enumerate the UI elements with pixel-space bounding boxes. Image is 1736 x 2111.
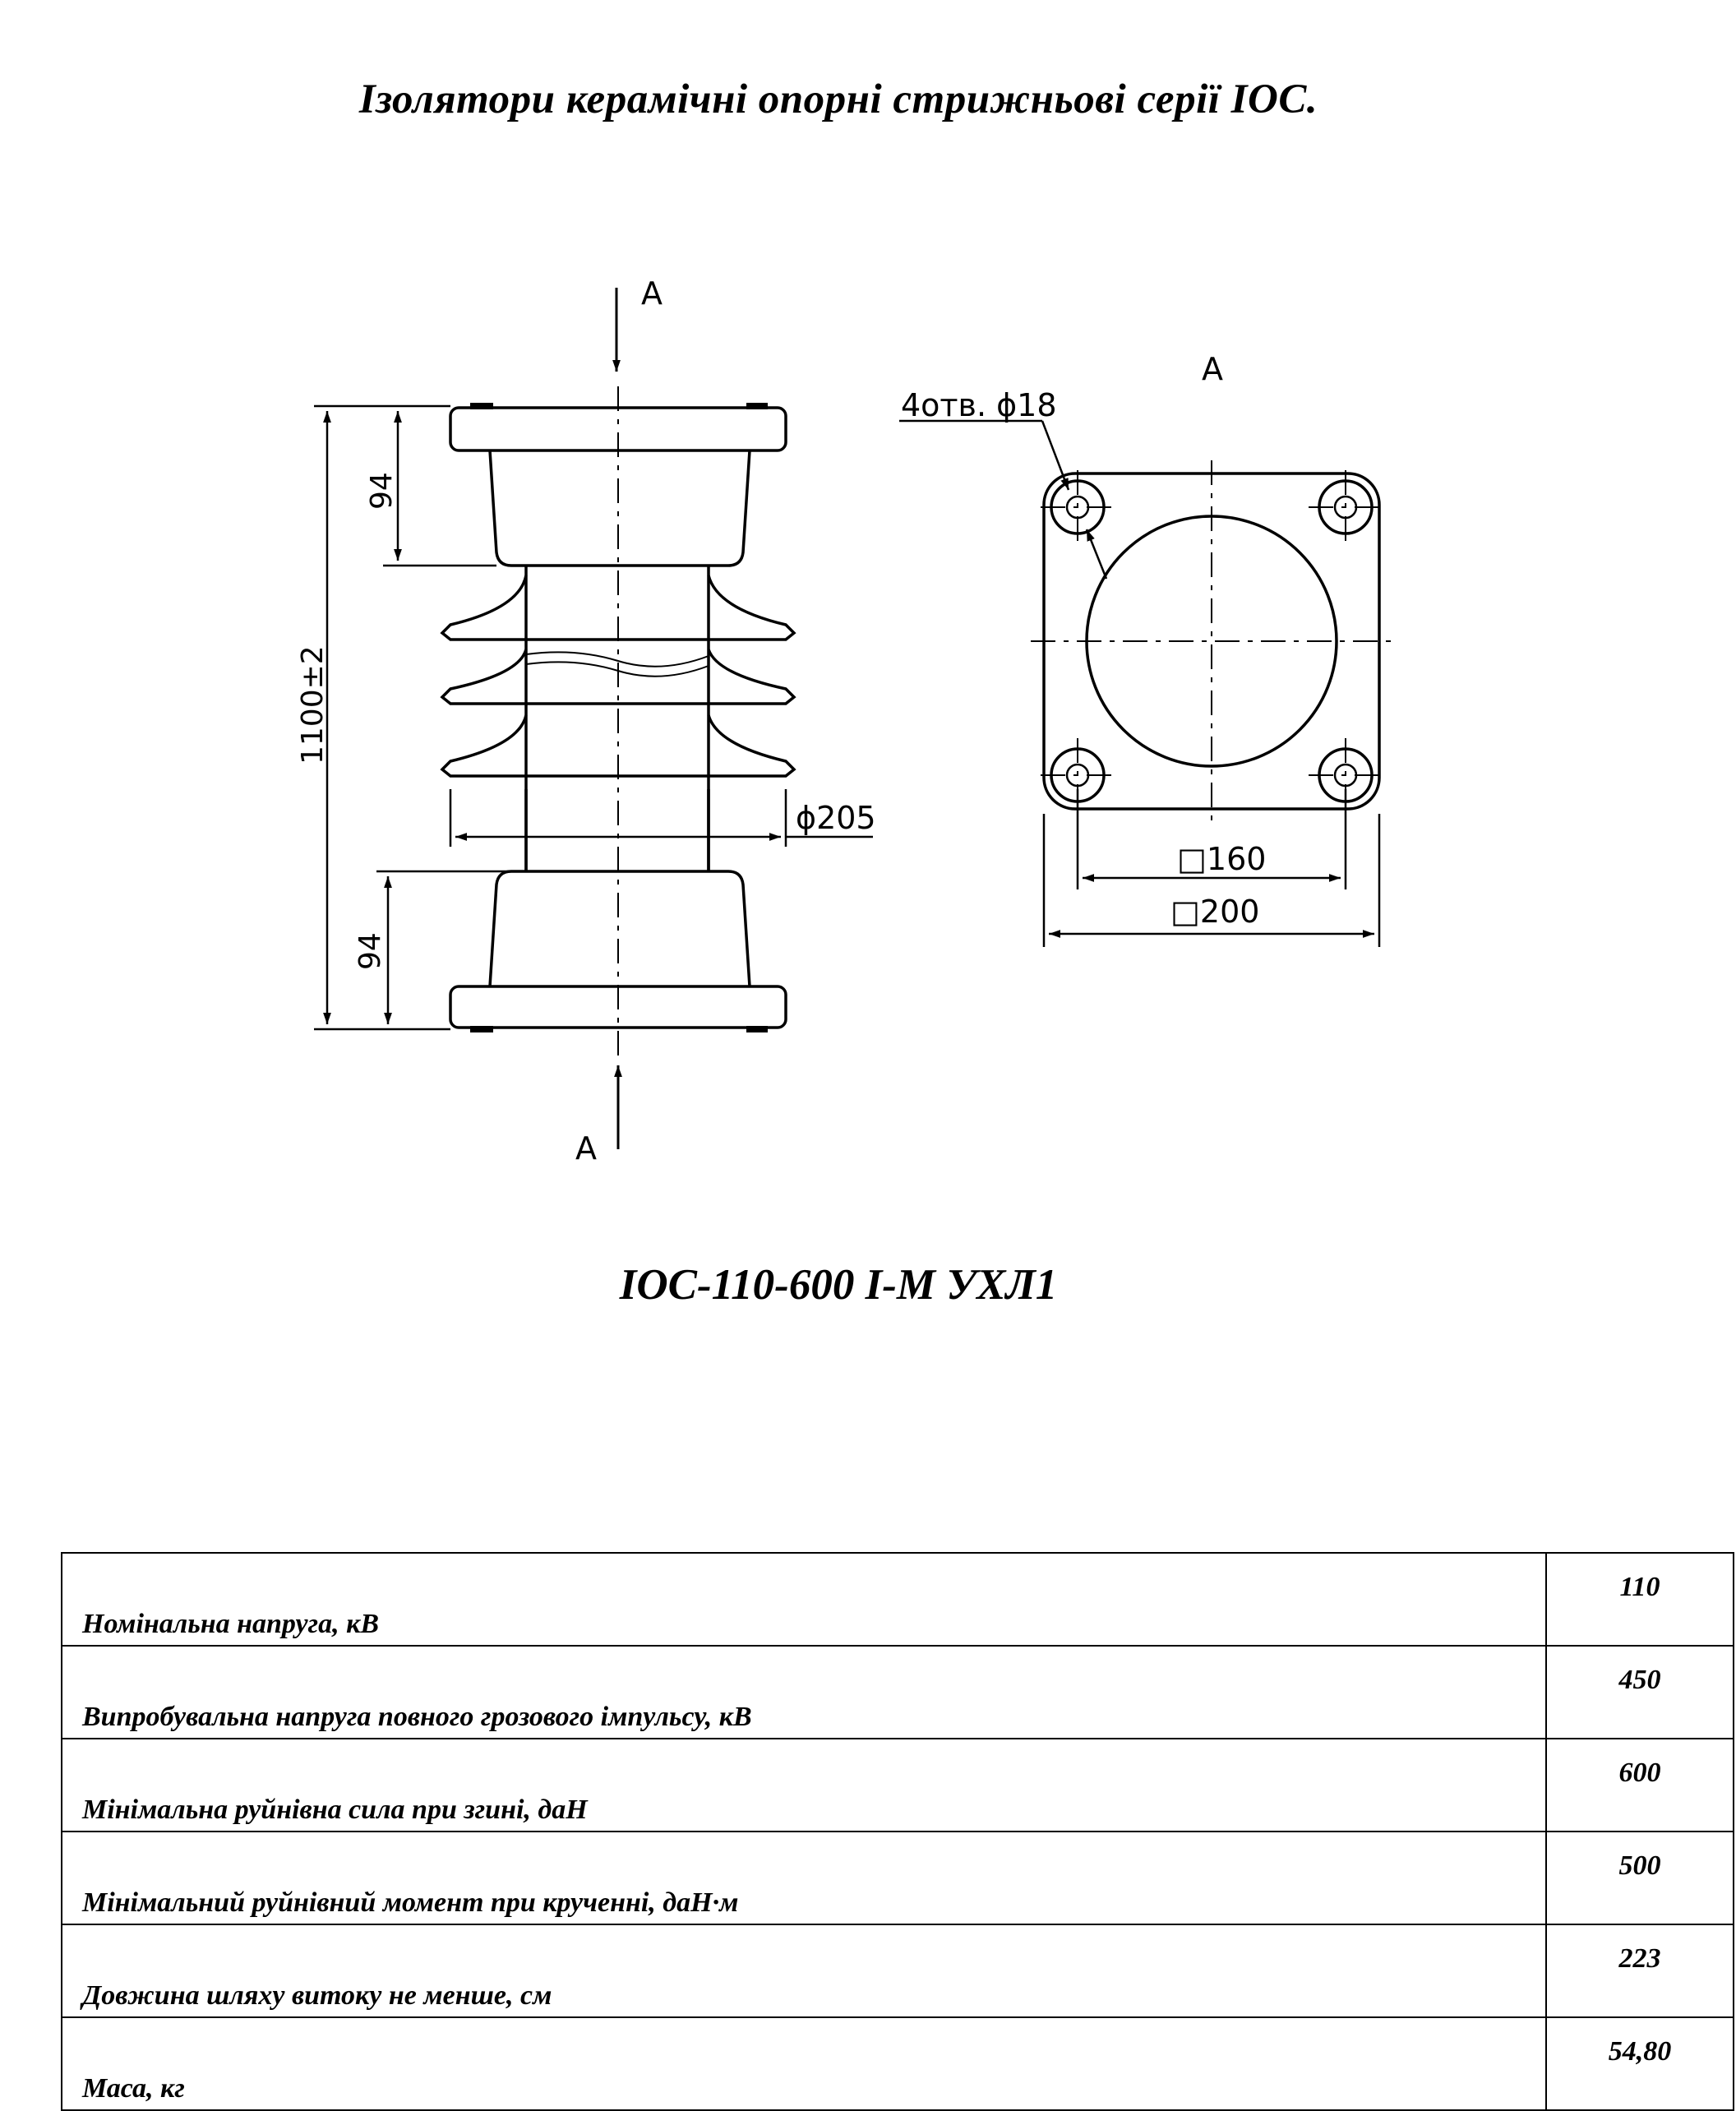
top-cap: [488, 450, 751, 567]
spec-value: 600: [1545, 1738, 1734, 1832]
spec-value: 500: [1545, 1831, 1734, 1925]
dim-flange-square-label: □200: [1170, 894, 1259, 930]
dim-total-height: [314, 404, 450, 1031]
dim-bolt-square-label: □160: [1177, 841, 1266, 877]
insulator-front-view: [440, 403, 796, 1032]
page-title: Ізолятори керамічні опорні стрижньові се…: [358, 76, 1318, 122]
spec-name: Мінімальний руйнівний момент при крученн…: [61, 1831, 1547, 1925]
table-row: Маса, кг 54,80: [61, 2016, 1734, 2111]
spec-value: 110: [1545, 1552, 1734, 1647]
dim-holes-label: 4отв. ϕ18: [901, 387, 1057, 423]
table-row: Довжина шляху витоку не менше, см 223: [61, 1924, 1734, 2018]
dim-shed-diameter-label: ϕ205: [796, 800, 876, 836]
dim-flange-bottom-label: 94: [353, 932, 387, 970]
specs-table: Номінальна напруга, кВ 110 Випробувальна…: [61, 1552, 1734, 2111]
spec-name: Випробувальна напруга повного грозового …: [61, 1645, 1547, 1739]
view-center-lines: [1031, 460, 1392, 822]
spec-value: 223: [1545, 1924, 1734, 2018]
bottom-cap: [488, 870, 751, 987]
spec-value: 54,80: [1545, 2016, 1734, 2111]
dim-flange-top: [383, 411, 496, 567]
dim-total-height-label: 1100±2: [296, 645, 330, 764]
table-row: Випробувальна напруга повного грозового …: [61, 1645, 1734, 1739]
model-designation: ІОС-110-600 І-М УХЛ1: [619, 1261, 1058, 1309]
table-row: Номінальна напруга, кВ 110: [61, 1552, 1734, 1647]
spec-name: Маса, кг: [61, 2016, 1547, 2111]
dim-bolt-square: [1076, 789, 1347, 889]
dim-flange-bottom: [376, 870, 511, 1024]
view-label: А: [1202, 351, 1223, 387]
section-label-top: А: [641, 275, 663, 312]
dim-flange-top-label: 94: [365, 472, 399, 510]
spec-name: Довжина шляху витоку не менше, см: [61, 1924, 1547, 2018]
spec-value: 450: [1545, 1645, 1734, 1739]
spec-name: Мінімальна руйнівна сила при згині, даН: [61, 1738, 1547, 1832]
section-label-bottom: А: [575, 1130, 597, 1166]
dim-holes-leader: [899, 419, 1108, 580]
table-row: Мінімальна руйнівна сила при згині, даН …: [61, 1738, 1734, 1832]
shed-2: [440, 649, 796, 705]
dim-shed-diameter: [449, 789, 873, 847]
technical-drawing: А А 1100±2 94 94 ϕ205 А: [296, 275, 1392, 1166]
dim-flange-square: [1042, 814, 1381, 947]
spec-name: Номінальна напруга, кВ: [61, 1552, 1547, 1647]
table-row: Мінімальний руйнівний момент при крученн…: [61, 1831, 1734, 1925]
